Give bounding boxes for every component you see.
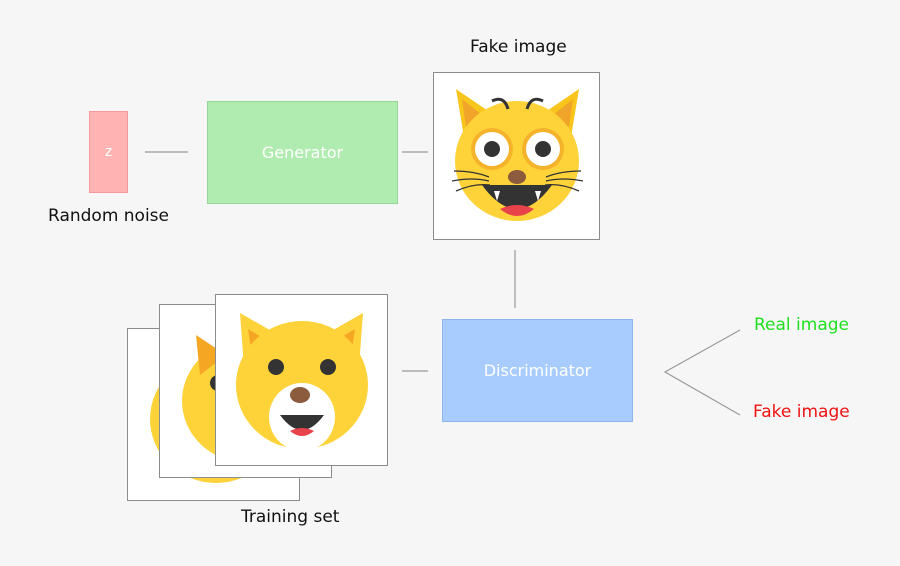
noise-symbol: z [104, 144, 113, 160]
fake-image-caption: Fake image [470, 37, 567, 57]
discriminator-label: Discriminator [483, 361, 592, 380]
output-fake-label: Fake image [753, 402, 850, 422]
generator-box: Generator [207, 101, 398, 204]
happy-cat-icon [236, 313, 368, 451]
output-real-label: Real image [754, 315, 850, 335]
discriminator-box: Discriminator [442, 319, 633, 422]
fake-image-frame [433, 72, 600, 240]
grinning-cat-icon [451, 89, 584, 221]
noise-box: z [89, 111, 128, 193]
noise-caption: Random noise [48, 206, 170, 226]
training-image-1 [215, 294, 388, 466]
training-set-caption: Training set [241, 507, 340, 527]
generator-label: Generator [261, 143, 344, 162]
